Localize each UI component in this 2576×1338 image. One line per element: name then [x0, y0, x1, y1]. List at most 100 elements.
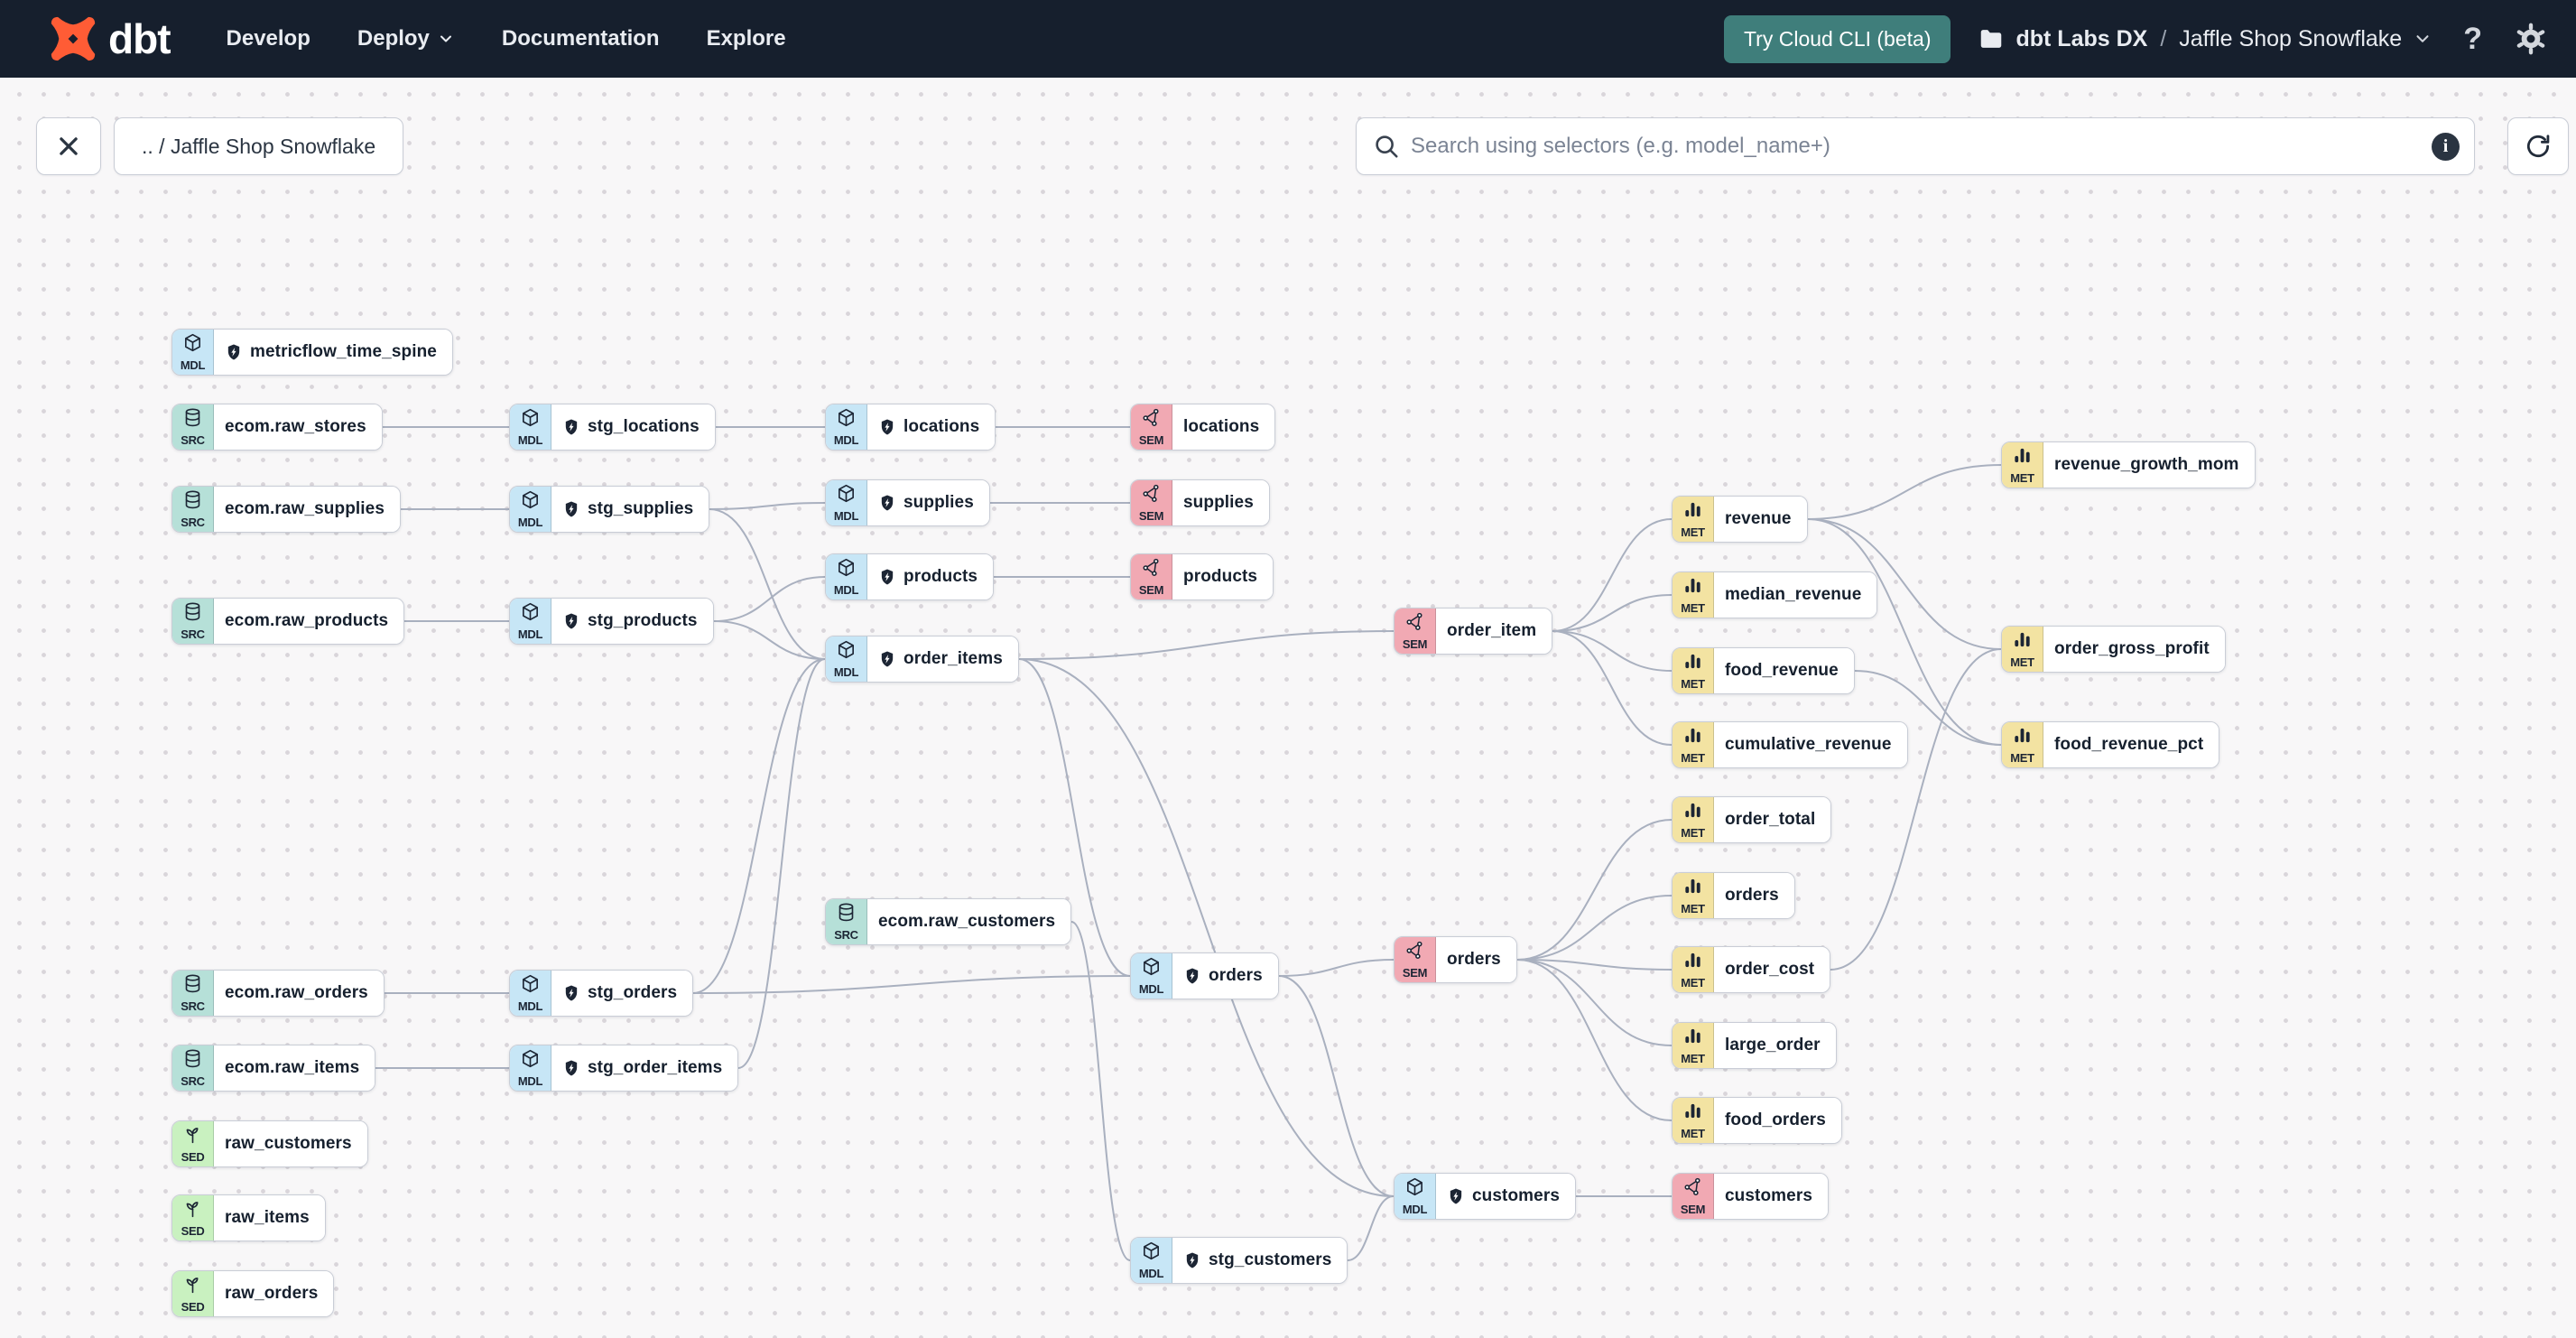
node-label: cumulative_revenue — [1725, 735, 1892, 754]
settings-gear-icon[interactable] — [2513, 21, 2549, 57]
node-type-label: SRC — [181, 627, 205, 641]
lineage-edge — [1516, 895, 1673, 961]
node-type-badge: MDL — [1131, 1238, 1172, 1283]
node-label: raw_customers — [225, 1134, 352, 1153]
node-label: customers — [1725, 1186, 1812, 1205]
node-type-label: MDL — [517, 433, 543, 447]
nav-item-develop[interactable]: Develop — [226, 26, 310, 51]
close-lineage-button[interactable] — [36, 117, 101, 175]
refresh-button[interactable] — [2507, 117, 2569, 175]
node-label: order_cost — [1725, 960, 1815, 979]
node-type-label: MET — [1681, 1127, 1705, 1140]
node-body: locations — [867, 404, 996, 450]
node-body: raw_customers — [214, 1121, 367, 1166]
search-input[interactable] — [1411, 134, 2432, 159]
node-type-badge: SRC — [172, 971, 214, 1016]
project-breadcrumb[interactable]: dbt Labs DX / Jaffle Shop Snowflake — [1978, 25, 2432, 52]
node-label: orders — [1447, 950, 1501, 969]
nav-item-documentation[interactable]: Documentation — [501, 26, 660, 51]
node-body: order_item — [1436, 609, 1552, 654]
lineage-edge — [1516, 959, 1673, 971]
dbt-logo[interactable]: dbt — [47, 13, 171, 65]
node-type-badge: SED — [172, 1271, 214, 1316]
shield-icon — [1447, 1187, 1465, 1205]
graph-node-customers[interactable]: SEM customers — [1672, 1173, 1829, 1220]
info-icon[interactable]: i — [2432, 132, 2460, 161]
node-label: order_item — [1447, 621, 1537, 640]
nav-item-explore[interactable]: Explore — [706, 26, 786, 51]
node-body: products — [1172, 554, 1274, 599]
lineage-edge — [1854, 670, 2002, 746]
source-database-icon — [182, 973, 203, 999]
node-type-badge: MET — [1673, 1098, 1714, 1143]
node-type-label: MDL — [517, 516, 543, 529]
node-type-badge: SEM — [1673, 1174, 1714, 1219]
shield-icon — [562, 418, 580, 436]
graph-node-food_orders[interactable]: MET food_orders — [1672, 1097, 1842, 1144]
node-body: revenue_growth_mom — [2043, 442, 2255, 488]
node-type-badge: MET — [1673, 497, 1714, 542]
selector-search: i — [1356, 117, 2475, 175]
node-type-badge: SEM — [1131, 404, 1172, 450]
node-body: ecom.raw_orders — [214, 971, 384, 1016]
project-name: Jaffle Shop Snowflake — [2179, 25, 2403, 51]
model-cube-icon — [836, 483, 857, 508]
lineage-edge — [709, 502, 826, 510]
lineage-edge — [1830, 648, 2002, 971]
node-type-badge: SED — [172, 1195, 214, 1240]
try-cloud-cli-button[interactable]: Try Cloud CLI (beta) — [1723, 14, 1951, 63]
nav-item-deploy[interactable]: Deploy — [357, 26, 455, 51]
node-type-badge: MDL — [826, 404, 867, 450]
help-icon[interactable]: ? — [2463, 21, 2482, 56]
node-body: ecom.raw_supplies — [214, 487, 400, 532]
node-type-label: MET — [1681, 601, 1705, 615]
node-label: stg_order_items — [588, 1058, 723, 1077]
node-type-badge: MDL — [826, 636, 867, 682]
node-label: supplies — [1183, 493, 1254, 512]
node-label: food_orders — [1725, 1110, 1826, 1129]
lineage-edge — [1516, 819, 1673, 961]
node-type-label: SEM — [1680, 1203, 1706, 1216]
node-type-label: MDL — [833, 583, 859, 597]
lineage-breadcrumb-button[interactable]: .. / Jaffle Shop Snowflake — [114, 117, 404, 175]
